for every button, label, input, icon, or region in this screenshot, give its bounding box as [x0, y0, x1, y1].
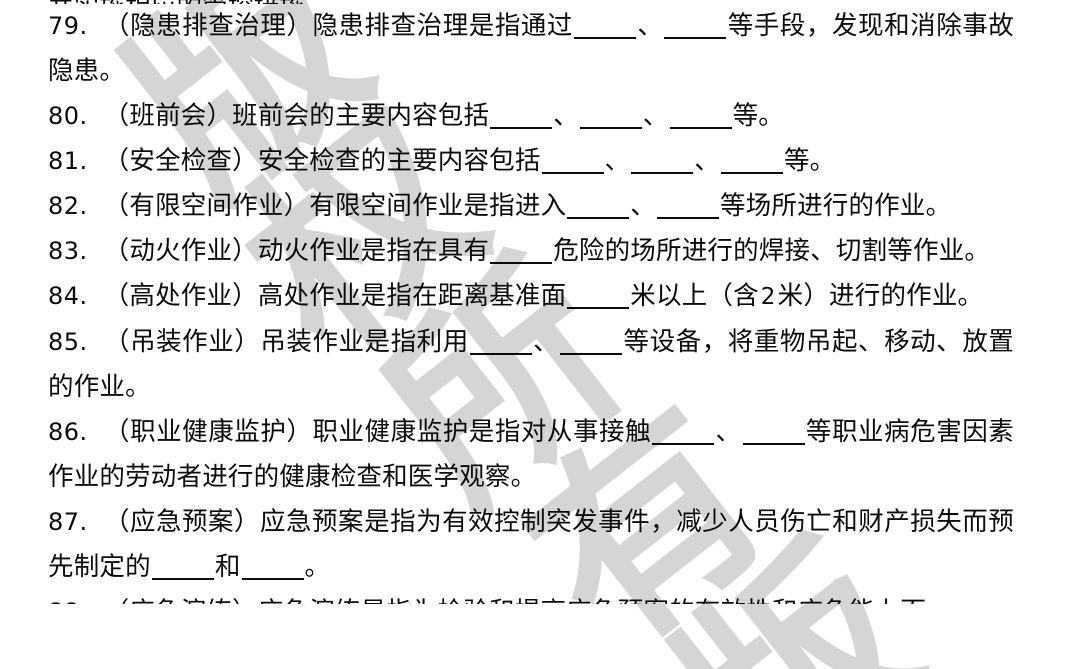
question-item: 83. （动火作业）动火作业是指在具有 危险的场所进行的焊接、切割等作业。	[48, 229, 1014, 274]
question-text: 米以上（含	[630, 281, 759, 311]
question-text: 等手段，发现和消除事故隐患。	[48, 11, 1015, 86]
question-text: （应急演练）应急演练是指为检验和提高应急预案的有效性和应急能力而	[104, 597, 926, 604]
question-number: 80.	[48, 102, 88, 130]
question-number: 85.	[48, 328, 88, 356]
question-number: 88.	[48, 598, 104, 604]
question-text: 。	[304, 552, 331, 582]
answer-blank[interactable]	[567, 281, 630, 309]
question-text: 、	[630, 191, 656, 221]
inline-number: 2	[760, 284, 776, 310]
question-item: 85. （吊装作业）吊装作业是指利用 、等设备，将重物吊起、移动、放置的作业。	[48, 320, 1014, 410]
question-item: 82. （有限空间作业）有限空间作业是指进入 、 等场所进行的作业。	[48, 184, 1014, 229]
answer-blank[interactable]	[720, 146, 783, 174]
answer-blank[interactable]	[567, 191, 630, 219]
question-text: 危险的场所进行的焊接、切割等作业。	[553, 236, 991, 266]
answer-blank[interactable]	[669, 101, 732, 129]
answer-blank[interactable]	[490, 236, 553, 264]
answer-blank[interactable]	[631, 146, 694, 174]
question-text: 、	[604, 146, 631, 176]
question-text: （高处作业）高处作业是指在距离基准面	[103, 281, 567, 311]
answer-blank[interactable]	[560, 327, 623, 355]
question-item: 84. （高处作业）高处作业是指在距离基准面 米以上（含2米）进行的作业。	[48, 274, 1014, 320]
question-number: 84.	[48, 282, 88, 310]
question-text: 、	[642, 101, 669, 131]
answer-blank[interactable]	[579, 101, 642, 129]
answer-blank[interactable]	[652, 417, 715, 445]
question-number: 83.	[48, 237, 88, 265]
question-number: 82.	[48, 192, 88, 220]
question-item: 87.（应急预案）应急预案是指为有效控制突发事件，减少人员伤亡和财产损失而预先制…	[48, 500, 1014, 590]
question-text: （职业健康监护）职业健康监护是指对从事接触	[103, 417, 652, 447]
question-text: 并实施相应的管控措施。	[48, 0, 331, 4]
question-text: （有限空间作业）有限空间作业是指进入	[103, 191, 567, 221]
question-text: （隐患排查治理）隐患排查治理是指通过	[103, 11, 573, 41]
question-text: （动火作业）动火作业是指在具有	[103, 236, 490, 266]
answer-blank[interactable]	[490, 101, 553, 129]
question-text: （安全检查）安全检查的主要内容包括	[103, 146, 541, 176]
question-item: 并实施相应的管控措施。	[48, 0, 1014, 4]
question-text: 、	[553, 101, 579, 131]
answer-blank[interactable]	[151, 552, 214, 580]
question-number: 87.	[48, 508, 88, 536]
question-text: （班前会）班前会的主要内容包括	[103, 101, 490, 131]
question-item: 86. （职业健康监护）职业健康监护是指对从事接触 、等职业病危害因素作业的劳动者进…	[48, 410, 1014, 500]
question-number: 81.	[48, 147, 88, 175]
question-item: 79. （隐患排查治理）隐患排查治理是指通过 、等手段，发现和消除事故隐患。	[48, 4, 1014, 94]
answer-blank[interactable]	[241, 552, 304, 580]
question-text: 等场所进行的作业。	[719, 191, 952, 221]
question-text: 米）进行的作业。	[777, 281, 984, 311]
question-text: （吊装作业）吊装作业是指利用	[103, 327, 469, 357]
answer-blank[interactable]	[656, 191, 719, 219]
question-text: 、	[694, 146, 720, 176]
question-item: 80. （班前会）班前会的主要内容包括 、 、 等。	[48, 94, 1014, 139]
question-number: 79.	[48, 12, 88, 40]
question-text: 等。	[783, 146, 836, 176]
question-text: 和	[214, 552, 241, 582]
answer-blank[interactable]	[664, 11, 727, 39]
question-item: 88.（应急演练）应急演练是指为检验和提高应急预案的有效性和应急能力而	[48, 590, 1014, 604]
answer-blank[interactable]	[574, 11, 636, 39]
question-text: 等设备，将重物吊起、移动、放置的作业。	[48, 327, 1014, 402]
question-text: 、	[637, 11, 664, 41]
answer-blank[interactable]	[469, 327, 532, 355]
question-number: 86.	[48, 418, 88, 446]
question-text: 、	[715, 417, 742, 447]
answer-blank[interactable]	[742, 417, 805, 445]
question-text: 等。	[732, 101, 784, 131]
question-text: 、	[532, 327, 560, 357]
question-text: 等职业病危害因素作业的劳动者进行的健康检查和医学观察。	[48, 417, 1015, 492]
question-list: 并实施相应的管控措施。79.（隐患排查治理）隐患排查治理是指通过、等手段，发现和…	[48, 0, 1014, 604]
question-item: 81. （安全检查）安全检查的主要内容包括 、 、 等。	[48, 139, 1014, 184]
question-text: （应急预案）应急预案是指为有效控制突发事件，减少人员伤亡和财产损失而预先制定的	[48, 507, 1014, 582]
answer-blank[interactable]	[541, 146, 604, 174]
